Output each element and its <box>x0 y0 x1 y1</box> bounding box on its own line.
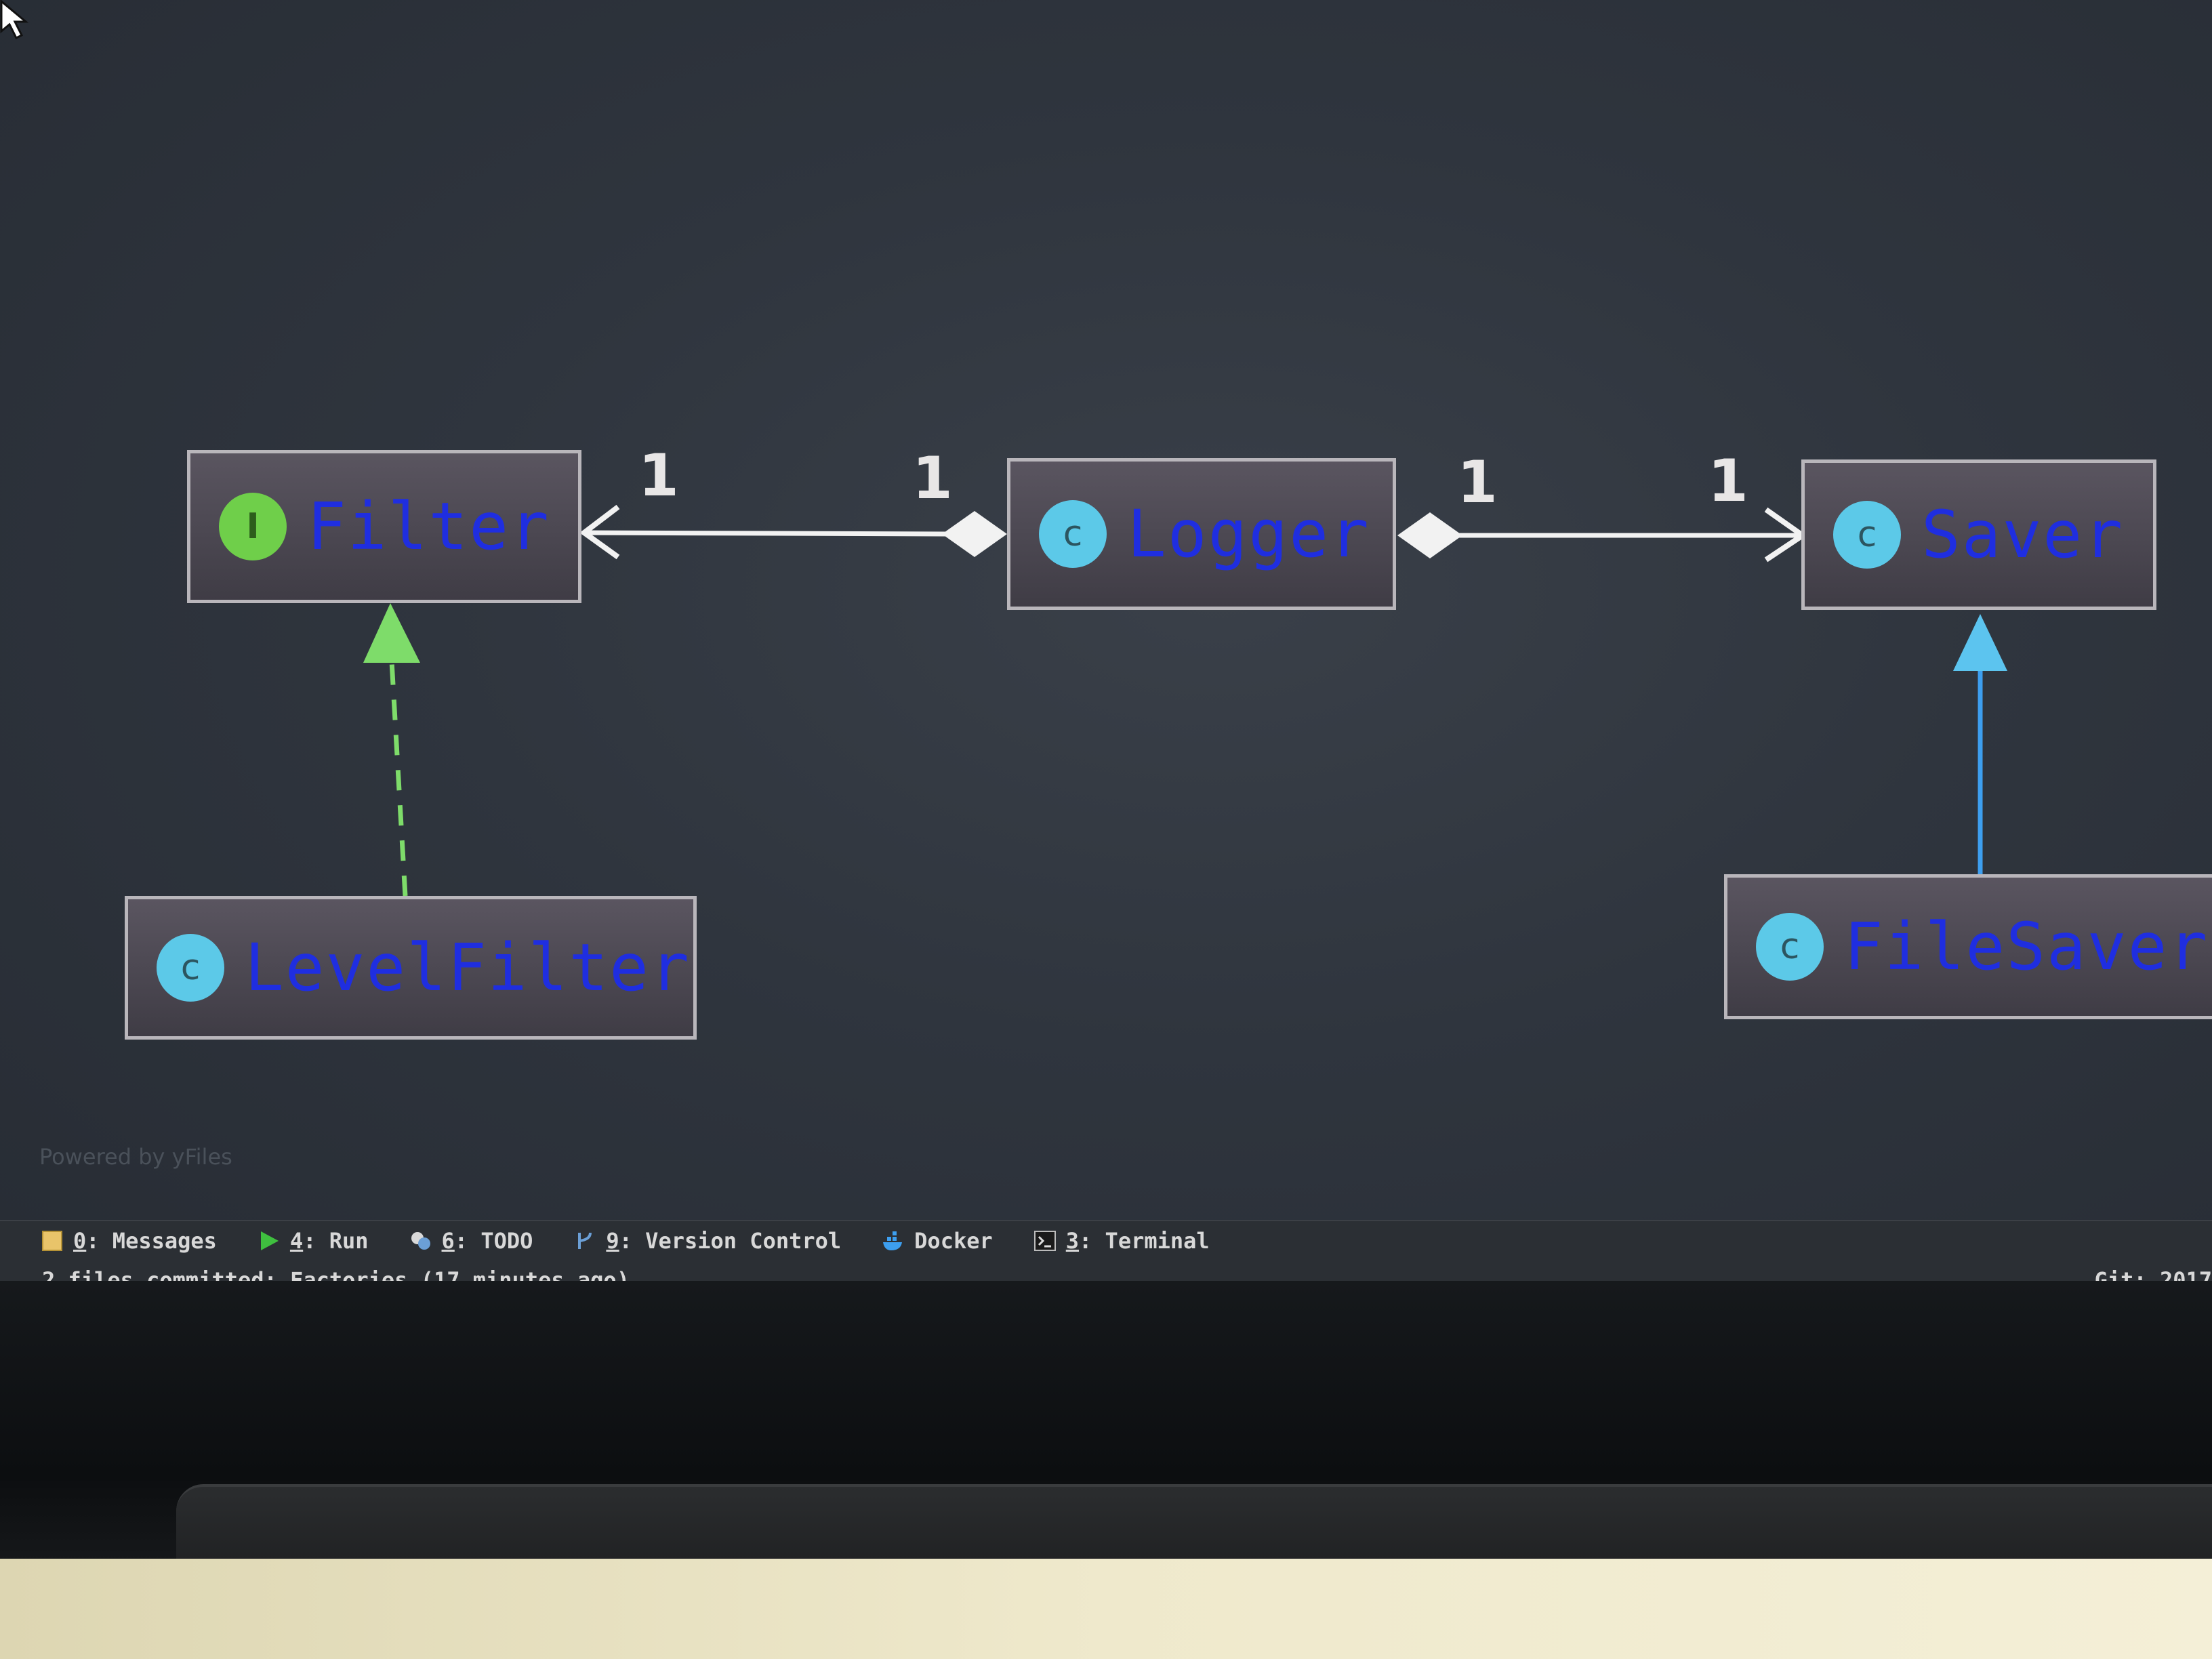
multiplicity-filter-end: 1 <box>638 442 679 510</box>
tool-label: : Run <box>303 1228 369 1254</box>
version-control-icon <box>573 1229 596 1252</box>
multiplicity-logger-left: 1 <box>912 445 953 512</box>
edge-filesaver-saver-arrowhead <box>1953 614 2007 671</box>
edge-logger-saver-diamond <box>1397 512 1462 558</box>
tool-label: : TODO <box>454 1228 533 1254</box>
tool-window-run[interactable]: 4: Run <box>258 1228 369 1254</box>
tool-window-todo[interactable]: 6: TODO <box>409 1228 533 1254</box>
run-icon <box>258 1229 281 1252</box>
node-title: FileSaver <box>1844 909 2209 985</box>
desk-surface <box>0 1559 2212 1659</box>
tool-window-terminal[interactable]: 3: Terminal <box>1033 1228 1210 1254</box>
multiplicity-logger-right: 1 <box>1457 449 1498 516</box>
mouse-cursor-icon <box>0 0 29 40</box>
tool-key: 4 <box>289 1228 304 1254</box>
ide-screen: I Filter c Logger c Saver c LevelFilter … <box>0 0 2212 1308</box>
messages-icon <box>41 1229 64 1252</box>
tool-window-version-control[interactable]: 9: Version Control <box>573 1228 841 1254</box>
class-badge-icon: c <box>1756 913 1824 981</box>
interface-badge-icon: I <box>219 493 287 560</box>
class-badge-icon: c <box>1833 501 1901 569</box>
docker-icon <box>882 1229 905 1252</box>
tool-label: Docker <box>914 1228 993 1254</box>
class-node-logger[interactable]: c Logger <box>1007 458 1396 610</box>
node-title: Saver <box>1921 497 2124 573</box>
edge-logger-filter-arrowhead <box>579 504 620 560</box>
edge-levelfilter-filter <box>389 661 408 897</box>
todo-icon <box>409 1229 432 1252</box>
yfiles-watermark: Powered by yFiles <box>39 1144 232 1170</box>
node-title: LevelFilter <box>245 930 691 1006</box>
class-node-filter[interactable]: I Filter <box>187 450 581 603</box>
tool-label: : Messages <box>86 1228 217 1254</box>
tool-key: 9 <box>606 1228 619 1254</box>
uml-diagram-canvas[interactable]: I Filter c Logger c Saver c LevelFilter … <box>0 0 2212 1220</box>
tool-window-bar: 0: Messages 4: Run 6: TODO 9: Version Co… <box>0 1220 2212 1261</box>
class-node-saver[interactable]: c Saver <box>1801 459 2156 610</box>
tool-label: : Version Control <box>619 1228 842 1254</box>
edge-levelfilter-filter-arrowhead <box>363 603 420 663</box>
class-node-levelfilter[interactable]: c LevelFilter <box>125 896 697 1040</box>
tool-label: : Terminal <box>1079 1228 1210 1254</box>
class-badge-icon: c <box>157 934 224 1002</box>
edge-logger-filter-diamond <box>942 511 1007 557</box>
tool-window-docker[interactable]: Docker <box>882 1228 993 1254</box>
node-title: Logger <box>1127 496 1370 572</box>
class-badge-icon: c <box>1039 500 1107 568</box>
tool-key: 0 <box>73 1228 87 1254</box>
tool-key: 6 <box>441 1228 455 1254</box>
tool-window-messages[interactable]: 0: Messages <box>41 1228 217 1254</box>
tool-key: 3 <box>1065 1228 1080 1254</box>
node-title: Filter <box>307 489 550 565</box>
edge-logger-filter <box>583 530 955 537</box>
multiplicity-saver-end: 1 <box>1708 447 1748 515</box>
terminal-icon <box>1033 1229 1057 1252</box>
class-node-filesaver[interactable]: c FileSaver <box>1724 874 2212 1019</box>
